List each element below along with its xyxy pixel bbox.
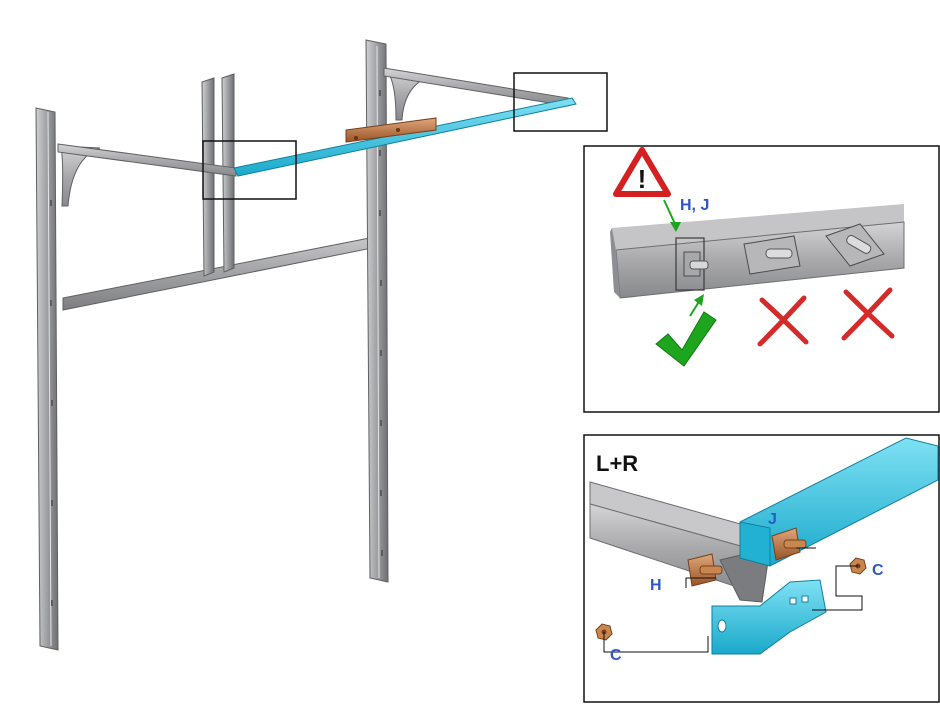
checkmark-icon <box>655 311 717 367</box>
detail-title: L+R <box>596 451 638 476</box>
left-horizontal-track <box>57 143 237 177</box>
wrong-slot-2 <box>825 223 885 267</box>
fastener-label-hj: H, J <box>680 197 709 214</box>
label-h: H <box>650 577 662 594</box>
callout-box-right <box>513 72 608 132</box>
cross-icon <box>757 295 809 347</box>
cross-beam <box>62 235 383 311</box>
left-post <box>35 107 59 651</box>
wrong-slot-1 <box>743 235 801 275</box>
label-c-left: C <box>610 647 622 664</box>
cyan-rail <box>233 97 577 177</box>
detail-panel-top: ! H, J <box>583 145 940 413</box>
label-j: J <box>768 511 777 528</box>
cyan-l-bracket <box>711 579 827 655</box>
right-post <box>365 39 389 583</box>
callout-box-center <box>202 140 297 200</box>
center-channel-left <box>201 77 215 277</box>
label-c-right: C <box>872 562 884 579</box>
cross-icon <box>841 287 895 341</box>
rail-bracket <box>345 117 437 143</box>
warning-triangle-icon: ! <box>613 147 671 197</box>
correct-slot <box>675 237 709 291</box>
detail-panel-bottom: L+R H <box>583 434 940 703</box>
main-assembly <box>35 39 608 651</box>
svg-text:!: ! <box>638 164 647 194</box>
